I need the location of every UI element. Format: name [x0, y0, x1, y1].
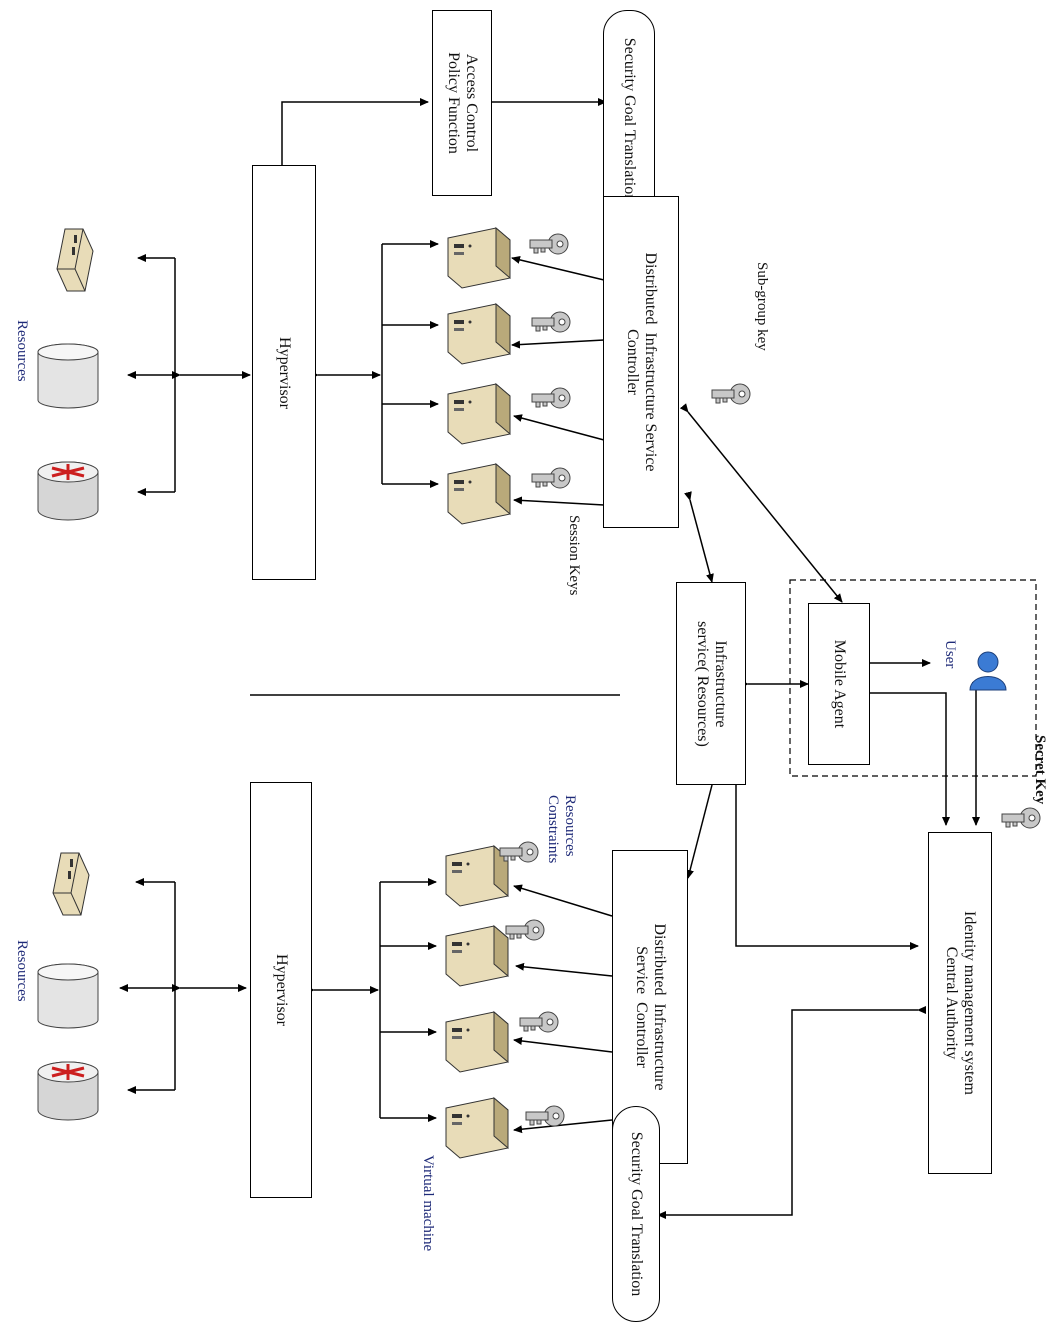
- server-icon: [445, 1011, 509, 1073]
- security-goal-translation-bottom: Security Goal Translation: [612, 1106, 660, 1322]
- key-icon: [499, 841, 539, 863]
- hypervisor-bottom: Hypervisor: [250, 782, 312, 1198]
- access-control-policy-function: Access Control Policy Function: [432, 10, 492, 196]
- key-icon: [531, 467, 571, 489]
- key-icon: [519, 1011, 559, 1033]
- database-icon: [37, 963, 99, 1029]
- security-goal-translation-top: Security Goal Translation: [603, 10, 655, 230]
- infrastructure-service: Infrastructure service( Resources): [676, 582, 746, 785]
- hypervisor-top: Hypervisor: [252, 165, 316, 580]
- distributed-controller-top: Distributed Infrastructure Service Contr…: [603, 196, 679, 528]
- server-icon: [445, 1097, 509, 1159]
- key-icon: [505, 919, 545, 941]
- switch-icon: [56, 228, 94, 292]
- key-icon: [531, 387, 571, 409]
- switch-icon: [52, 852, 90, 916]
- mobile-agent: Mobile Agent: [808, 603, 870, 765]
- router-icon: [36, 1060, 100, 1122]
- server-icon: [447, 463, 511, 525]
- key-icon: [529, 233, 569, 255]
- key-icon: [531, 311, 571, 333]
- server-icon: [445, 845, 509, 907]
- user-group-boundary: [789, 579, 1037, 777]
- server-icon: [447, 303, 511, 365]
- identity-management-system: Identity management system Central Autho…: [928, 832, 992, 1174]
- database-icon: [37, 343, 99, 409]
- server-icon: [445, 925, 509, 987]
- key-icon: [525, 1105, 565, 1127]
- subgroup-key-icon: [711, 383, 751, 405]
- server-icon: [447, 383, 511, 445]
- router-icon: [36, 460, 100, 522]
- user-icon: [969, 651, 1007, 691]
- server-icon: [447, 227, 511, 289]
- secret-key-icon: [1001, 807, 1041, 829]
